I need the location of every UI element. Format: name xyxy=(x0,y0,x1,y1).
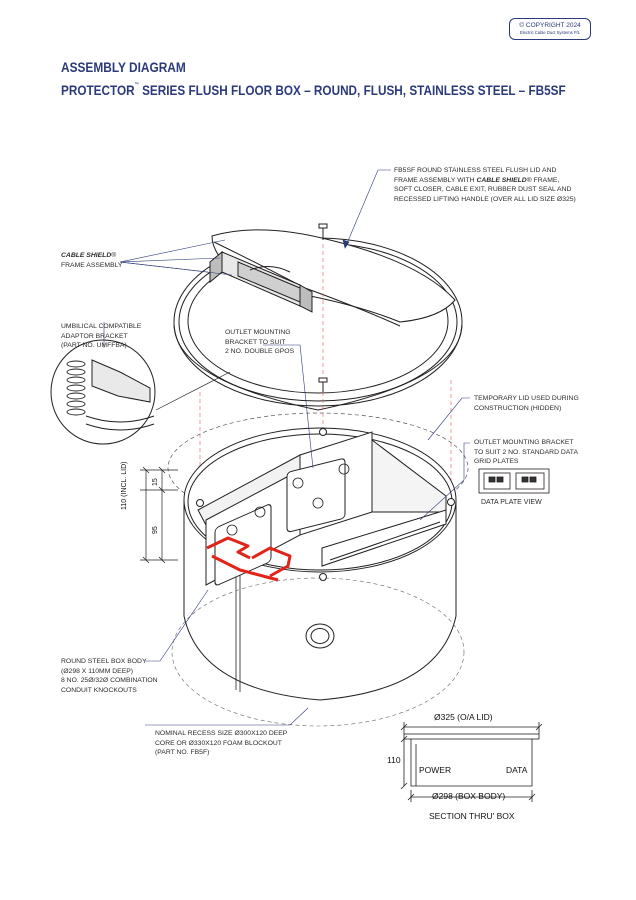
temp-lid-line: CONSTRUCTION (HIDDEN) xyxy=(474,404,562,412)
outlet-gpo-line: 2 No. DOUBLE GPOs xyxy=(225,348,295,355)
umbilical-bracket-highlight xyxy=(206,536,292,582)
leader-lines xyxy=(103,169,470,726)
page-subtitle: PROTECTOR™ SERIES FLUSH FLOOR BOX – ROUN… xyxy=(61,82,566,98)
box-body-line: 8 No. 25ø/32ø COMBINATION xyxy=(61,677,158,684)
lid-callout-brand: CABLE SHIELD xyxy=(476,176,527,184)
recess-line: NOMINAL RECESS SIZE ø300x120 DEEP xyxy=(155,730,288,737)
section-data-label: DATA xyxy=(506,765,528,775)
lid-callout-text: ® FRAME, xyxy=(526,176,560,184)
section-power-label: POWER xyxy=(419,765,452,775)
recess-callout: NOMINAL RECESS SIZE ø300x120 DEEP CORE O… xyxy=(155,729,287,758)
cable-shield-brand: CABLE SHIELD xyxy=(61,252,112,259)
cable-shield-line: FRAME ASSEMBLY xyxy=(61,261,123,269)
box-body-line: ROUND STEEL BOX BODY xyxy=(61,658,147,665)
outlet-data-line: OUTLET MOUNTING BRACKET xyxy=(474,439,574,446)
subtitle-text: SERIES FLUSH FLOOR BOX – ROUND, FLUSH, S… xyxy=(138,82,566,98)
lid-assembly xyxy=(173,223,463,411)
outlet-gpo-line: OUTLET MOUNTING xyxy=(225,329,291,336)
recess-outline xyxy=(171,577,465,727)
lid-callout: FB5SF ROUND STAINLESS STEEL FLUSH LID AN… xyxy=(394,166,576,204)
recess-line: CORE OR ø330X120 FOAM BLOCKOUT xyxy=(155,739,282,747)
copyright-text: © COPYRIGHT 2024 xyxy=(519,22,581,29)
umbilical-line: UMBILICAL COMPATIBLE xyxy=(61,323,142,330)
umbilical-callout: UMBILICAL COMPATIBLE ADAPTOR BRACKET (PA… xyxy=(61,322,141,351)
subtitle-brand: PROTECTOR xyxy=(61,82,135,98)
umbilical-line: (PART No. UMFFBA) xyxy=(61,342,127,349)
box-body-callout: ROUND STEEL BOX BODY (ø298 X 110mm DEEP)… xyxy=(61,657,158,695)
data-plate-view-label: DATA PLATE VIEW xyxy=(481,499,542,506)
copyright-company: Electric Cable Duct Systems P/L xyxy=(519,30,581,35)
data-plate-view xyxy=(478,468,550,494)
box-body-line: CONDUIT KNOCKOUTS xyxy=(61,686,137,694)
dim-value: 110 xyxy=(121,498,128,510)
section-title: SECTION THRU' BOX xyxy=(429,811,515,821)
outlet-gpo-callout: OUTLET MOUNTING BRACKET TO SUIT 2 No. DO… xyxy=(225,328,294,357)
outlet-gpo-line: BRACKET TO SUIT xyxy=(225,338,286,346)
temp-lid-callout: TEMPORARY LID USED DURING CONSTRUCTION (… xyxy=(474,394,579,413)
umbilical-line: ADAPTOR BRACKET xyxy=(61,332,128,340)
copyright-badge: © COPYRIGHT 2024 Electric Cable Duct Sys… xyxy=(509,18,591,40)
outlet-data-line: TO SUIT 2 No. STANDARD DATA xyxy=(474,448,578,456)
lid-callout-line: RECESSED LIFTING HANDLE (OVER ALL LID SI… xyxy=(394,195,576,203)
dim-110-incl-lid: 110 (INCL. LID) xyxy=(121,461,128,510)
cable-shield-title: CABLE SHIELD® xyxy=(61,251,122,261)
lid-callout-line: SOFT CLOSER, CABLE EXIT, RUBBER DUST SEA… xyxy=(394,186,572,193)
body-diameter-label: Ø298 (BOX BODY) xyxy=(432,791,506,801)
cable-shield-callout: CABLE SHIELD® FRAME ASSEMBLY xyxy=(61,251,122,270)
section-depth-label: 110 xyxy=(387,755,401,765)
outlet-data-callout: OUTLET MOUNTING BRACKET TO SUIT 2 No. ST… xyxy=(474,438,578,467)
page-title: ASSEMBLY DIAGRAM xyxy=(61,60,186,75)
section-view xyxy=(400,722,543,802)
subtitle-trademark: ™ xyxy=(134,82,139,88)
recess-line: (PART No. FB5F) xyxy=(155,749,210,756)
temp-lid-line: TEMPORARY LID USED DURING xyxy=(474,395,579,402)
dim-note: (INCL. LID) xyxy=(121,461,128,497)
dim-15: 15 xyxy=(152,478,159,486)
lid-callout-text: FRAME ASSEMBLY WITH xyxy=(394,176,477,184)
lid-diameter-label: Ø325 (O/A LID) xyxy=(434,712,493,722)
lid-callout-line: FRAME ASSEMBLY WITH CABLE SHIELD® FRAME, xyxy=(394,176,576,186)
height-dimensions xyxy=(140,466,178,564)
lid-callout-line: FB5SF ROUND STAINLESS STEEL FLUSH LID AN… xyxy=(394,167,557,174)
umbilical-detail-view xyxy=(50,339,231,445)
dim-95: 95 xyxy=(152,526,159,534)
cable-shield-reg: ® xyxy=(111,252,117,259)
outlet-data-line: GRID PLATES xyxy=(474,458,519,465)
box-body-line: (ø298 X 110mm DEEP) xyxy=(61,667,134,675)
